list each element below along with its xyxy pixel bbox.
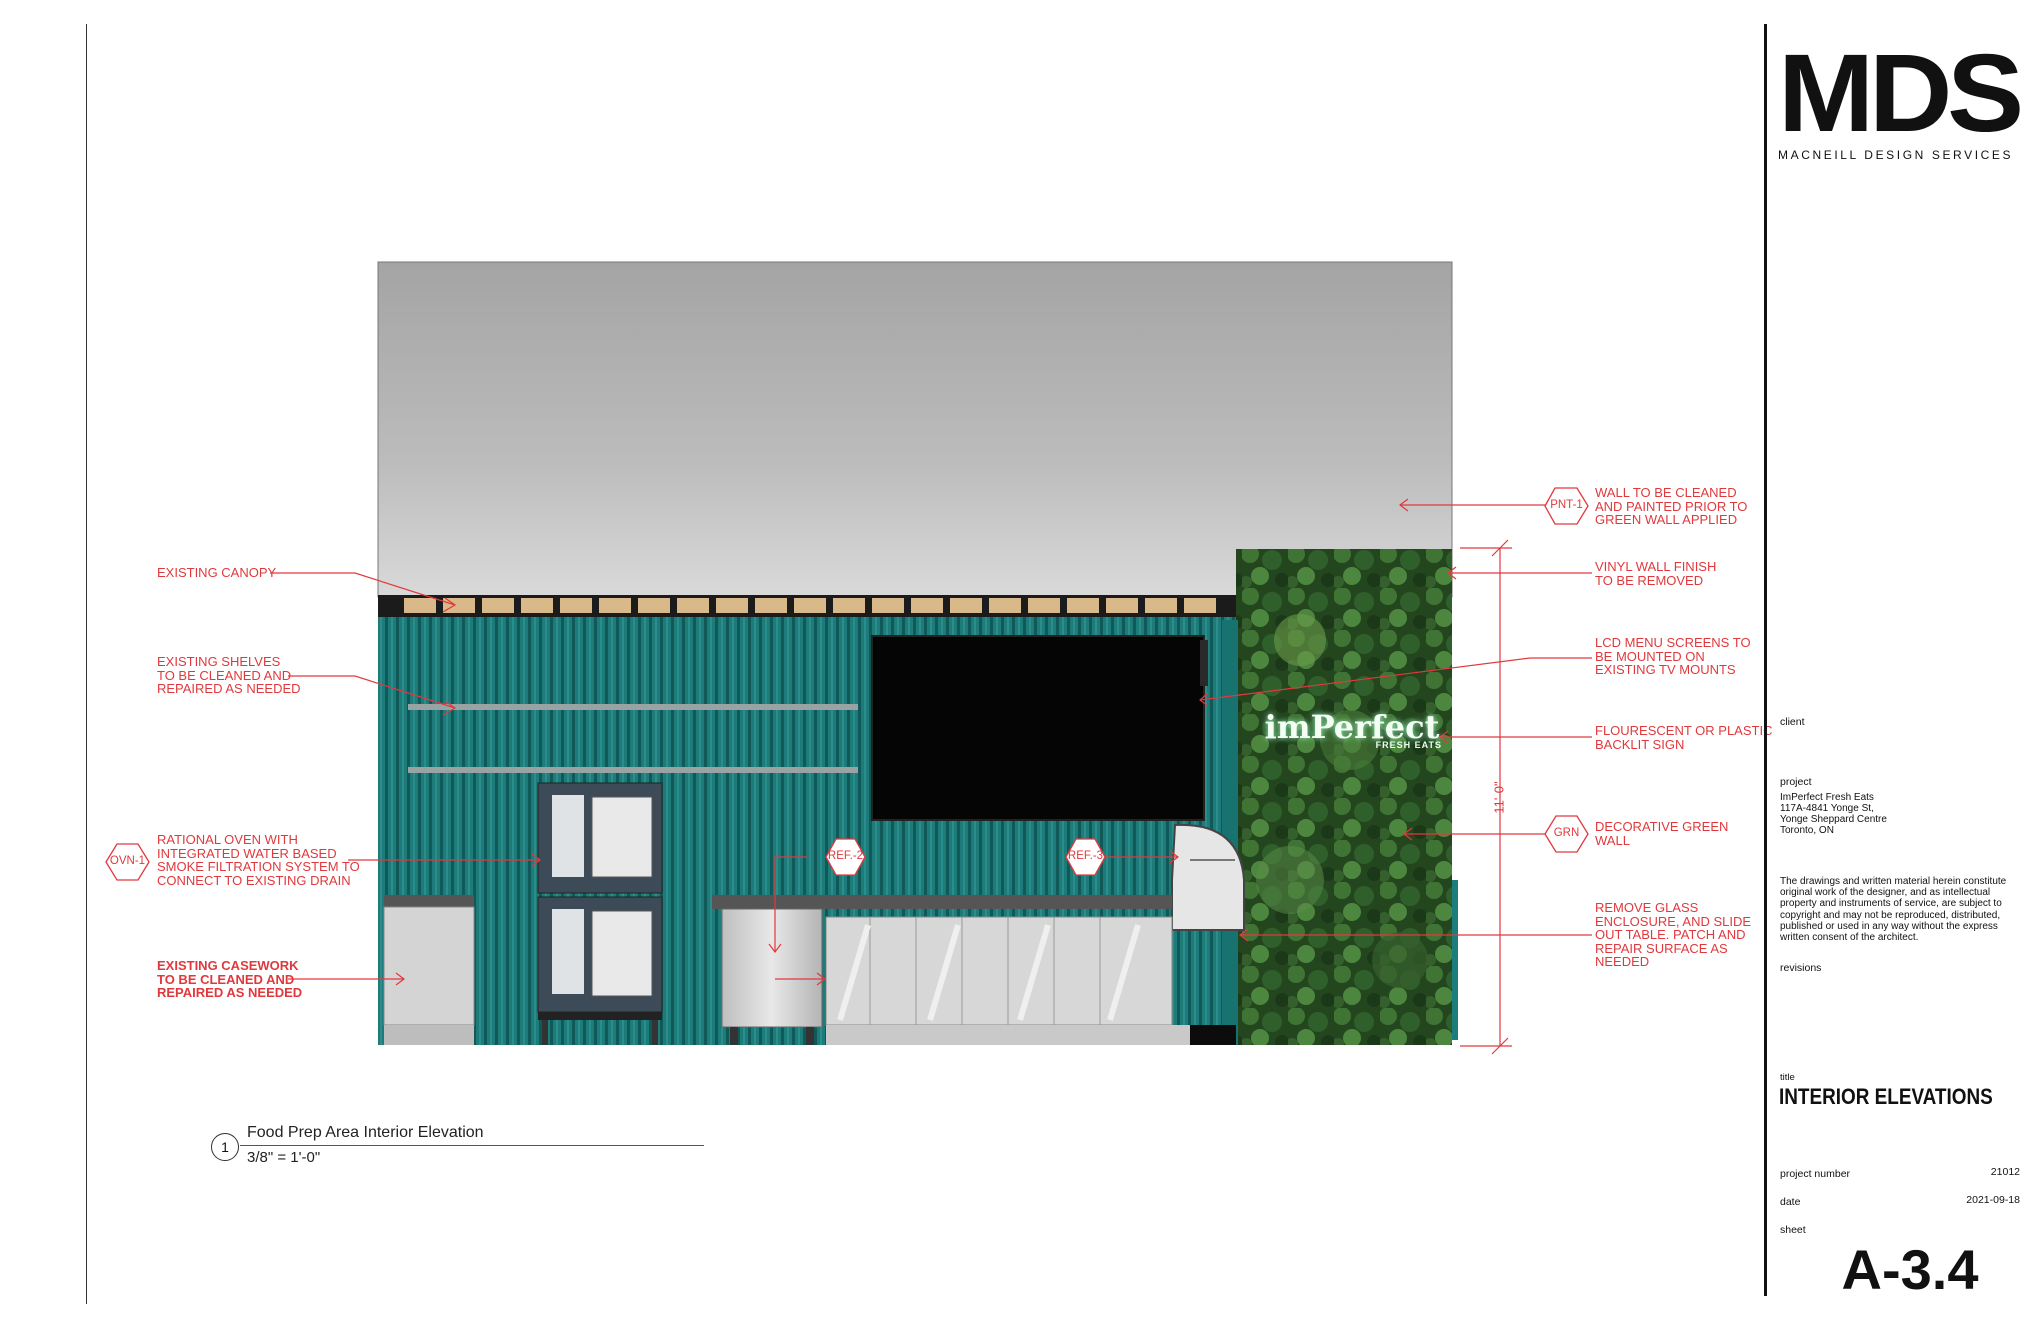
display-case	[1171, 823, 1245, 931]
sheet-border-left	[86, 24, 87, 1304]
note-rational-oven: RATIONAL OVEN WITH INTEGRATED WATER BASE…	[157, 832, 360, 888]
logo: MDS MACNEILL DESIGN SERVICES	[1778, 39, 2028, 163]
sheet-number: A-3.4	[1841, 1238, 1979, 1301]
note-existing-canopy: EXISTING CANOPY	[157, 565, 277, 580]
tag-ovn-1: OVN-1	[109, 855, 146, 867]
shelf-upper	[408, 704, 858, 710]
tv-screen	[871, 635, 1205, 821]
project-info: ImPerfect Fresh Eats 117A-4841 Yonge St,…	[1780, 792, 1887, 836]
dimension-height: 11'-0"	[1491, 781, 1507, 814]
tag-pnt-1: PNT-1	[1550, 499, 1583, 511]
tag-ref-2: REF.-2	[827, 850, 864, 862]
fridge	[721, 908, 823, 1028]
view-number-circle: 1	[211, 1133, 239, 1161]
note-existing-casework: EXISTING CASEWORK TO BE CLEANED AND REPA…	[157, 958, 303, 1000]
sign-subtext: FRESH EATS	[1375, 740, 1442, 750]
note-vinyl-finish: VINYL WALL FINISH TO BE REMOVED	[1595, 559, 1717, 588]
right-casework	[825, 916, 1173, 1026]
upper-wall	[377, 261, 1453, 598]
view-title-line	[240, 1145, 704, 1146]
logo-subtitle: MACNEILL DESIGN SERVICES	[1778, 148, 2014, 162]
canopy-slats	[404, 598, 1216, 613]
note-wall-painted: WALL TO BE CLEANED AND PAINTED PRIOR TO …	[1595, 485, 1748, 527]
note-backlit-sign: FLOURESCENT OR PLASTIC BACKLIT SIGN	[1595, 723, 1773, 752]
backlit-sign: imPerfect FRESH EATS	[1262, 710, 1442, 750]
title-block-border	[1764, 24, 1767, 1296]
note-remove-glass: REMOVE GLASS ENCLOSURE, AND SLIDE OUT TA…	[1595, 900, 1752, 969]
leader-arrowheads	[395, 498, 1457, 986]
shelf-lower	[408, 767, 858, 773]
sheet-label: sheet	[1780, 1224, 1806, 1236]
view-scale: 3/8" = 1'-0"	[247, 1149, 321, 1166]
revisions-label: revisions	[1780, 962, 1822, 974]
right-counter-top	[712, 895, 1172, 909]
left-casework	[383, 906, 475, 1026]
view-number: 1	[221, 1139, 229, 1155]
date-value: 2021-09-18	[1966, 1194, 2020, 1206]
oven-stack	[537, 782, 663, 1045]
project-number: 21012	[1990, 1166, 2020, 1178]
tag-ref-3: REF.-3	[1067, 850, 1104, 862]
project-number-label: project number	[1780, 1168, 1851, 1180]
leader-lines	[270, 504, 1592, 1055]
note-existing-shelves: EXISTING SHELVES TO BE CLEANED AND REPAI…	[157, 654, 301, 696]
sheet-title: INTERIOR ELEVATIONS	[1779, 1084, 1993, 1109]
elevation-drawing	[105, 261, 1592, 1055]
tag-hexagons	[105, 487, 1589, 881]
note-lcd-screens: LCD MENU SCREENS TO BE MOUNTED ON EXISTI…	[1595, 635, 1751, 677]
project-label: project	[1780, 776, 1812, 788]
date-label: date	[1780, 1196, 1801, 1208]
title-label: title	[1780, 1072, 1795, 1083]
view-title: Food Prep Area Interior Elevation	[247, 1124, 484, 1141]
note-green-wall: DECORATIVE GREEN WALL	[1595, 819, 1729, 848]
copyright-notice: The drawings and written material herein…	[1780, 876, 2007, 944]
left-counter-top	[384, 895, 474, 907]
tag-grn: GRN	[1553, 827, 1580, 839]
sign-text: imPerfect	[1264, 708, 1440, 746]
client-label: client	[1780, 716, 1805, 728]
logo-text: MDS	[1778, 32, 2024, 155]
